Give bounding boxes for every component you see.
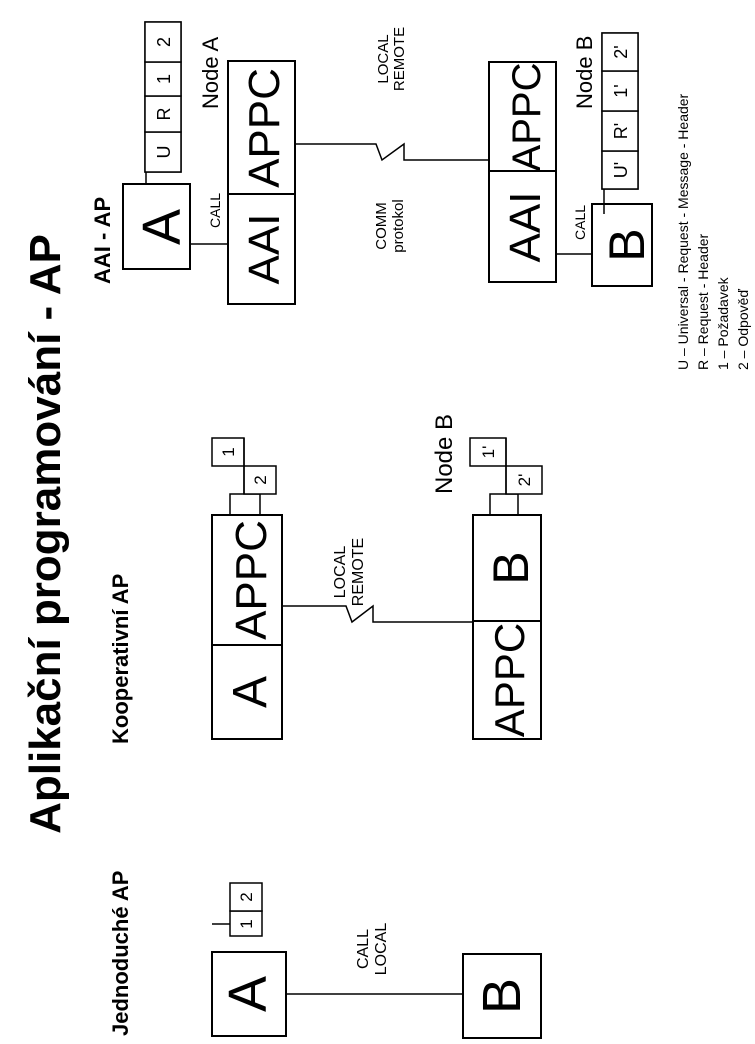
aai-bottom-appc-box: [488, 61, 557, 172]
simple-diagram: A B CALL LOCAL 1 2: [211, 882, 542, 1039]
aai-top-aai-label: AAI: [240, 214, 289, 285]
aai-bottom-appc-label: APPC: [505, 63, 549, 172]
aai-top-appc-label: APPC: [240, 68, 289, 188]
coop-link-label-local: LOCAL: [332, 546, 349, 599]
coop-node-b-label: Node B: [431, 414, 458, 494]
coop-remote-link: [290, 604, 473, 624]
page-title: Aplikační programování - AP: [21, 234, 70, 834]
coop-bottom-msg-2: 2': [515, 474, 534, 487]
aai-hdr-top-1: 1: [154, 74, 174, 84]
aai-hdr-bottom-2: 2': [611, 45, 631, 58]
coop-bottom-msg-1: 1': [479, 446, 498, 459]
coop-top-msg-connector: [229, 493, 261, 515]
simple-msg-box-2: [229, 882, 263, 912]
simple-msg-1: 1: [237, 919, 256, 928]
coop-top-appc-box: [211, 514, 283, 646]
legend-item-u: U – Universal - Request - Message - Head…: [675, 93, 691, 370]
aai-app-a-label: A: [132, 209, 192, 245]
cooperative-heading: Kooperativní AP: [108, 574, 133, 744]
aai-remote-link: [295, 142, 489, 162]
aai-app-b-label: B: [599, 228, 655, 261]
aai-bottom-aai-label: AAI: [501, 192, 550, 263]
simple-link-label-call: CALL: [355, 929, 372, 969]
aai-hdr-top-cell-2: [144, 21, 182, 63]
aai-hdr-bottom-1: 1': [611, 84, 631, 97]
aai-call-b-label: CALL: [572, 205, 588, 240]
simple-msg-2: 2: [237, 892, 256, 901]
rotated-drawing: Aplikační programování - AP Jednoduché A…: [21, 21, 751, 1039]
legend: U – Universal - Request - Message - Head…: [675, 93, 751, 370]
aai-app-b-box: [591, 203, 653, 287]
aai-top-appc-box: [227, 60, 296, 195]
coop-bottom-app-box: [472, 514, 542, 622]
simple-node-a-label: A: [218, 976, 278, 1012]
aai-node-a-label: Node A: [198, 37, 223, 109]
coop-top-msg-1: 1: [219, 447, 238, 456]
cooperative-diagram: A APPC APPC B LOCAL REMOTE 1 2: [211, 414, 543, 740]
aai-hdr-bottom-r: R': [611, 123, 631, 139]
coop-top-app-label: A: [224, 676, 277, 708]
coop-bottom-app-label: B: [483, 551, 539, 584]
aai-link-label-local: LOCAL: [375, 34, 392, 83]
aai-hdr-top-r: R: [154, 108, 174, 121]
coop-top-appc-label: APPC: [227, 520, 276, 640]
aai-node-b-label: Node B: [572, 36, 597, 109]
simple-heading: Jednoduché AP: [108, 871, 133, 1036]
aai-app-a-box: [122, 183, 191, 270]
coop-bottom-appc-label: APPC: [486, 623, 533, 737]
legend-item-1: 1 – Požadavek: [715, 276, 731, 370]
aai-diagram: A CALL AAI APPC U R 1 2 Node A COMM prot…: [122, 21, 655, 305]
simple-node-a: [211, 951, 287, 1037]
coop-bottom-msg-connector: [489, 493, 519, 515]
aai-link-label-remote: REMOTE: [391, 27, 408, 91]
legend-item-2: 2 – Odpověď: [735, 289, 751, 370]
legend-item-r: R – Request - Header: [695, 233, 711, 370]
aai-heading: AAI - AP: [90, 197, 115, 284]
aai-hdr-bottom-u: U': [611, 162, 631, 178]
aai-comm-label: COMM: [373, 202, 390, 250]
simple-link-label-local: LOCAL: [373, 923, 390, 976]
aai-hdr-bottom-cell-2: [601, 32, 639, 72]
coop-top-msg-2: 2: [251, 475, 270, 484]
simple-node-b: [462, 953, 542, 1039]
coop-link-label-remote: REMOTE: [350, 538, 367, 606]
aai-call-a-label: CALL: [207, 193, 223, 228]
aai-protokol-label: protokol: [390, 199, 407, 252]
simple-node-b-label: B: [472, 978, 532, 1014]
aai-hdr-top-2: 2: [154, 37, 174, 47]
aai-hdr-top-u: U: [154, 146, 174, 159]
